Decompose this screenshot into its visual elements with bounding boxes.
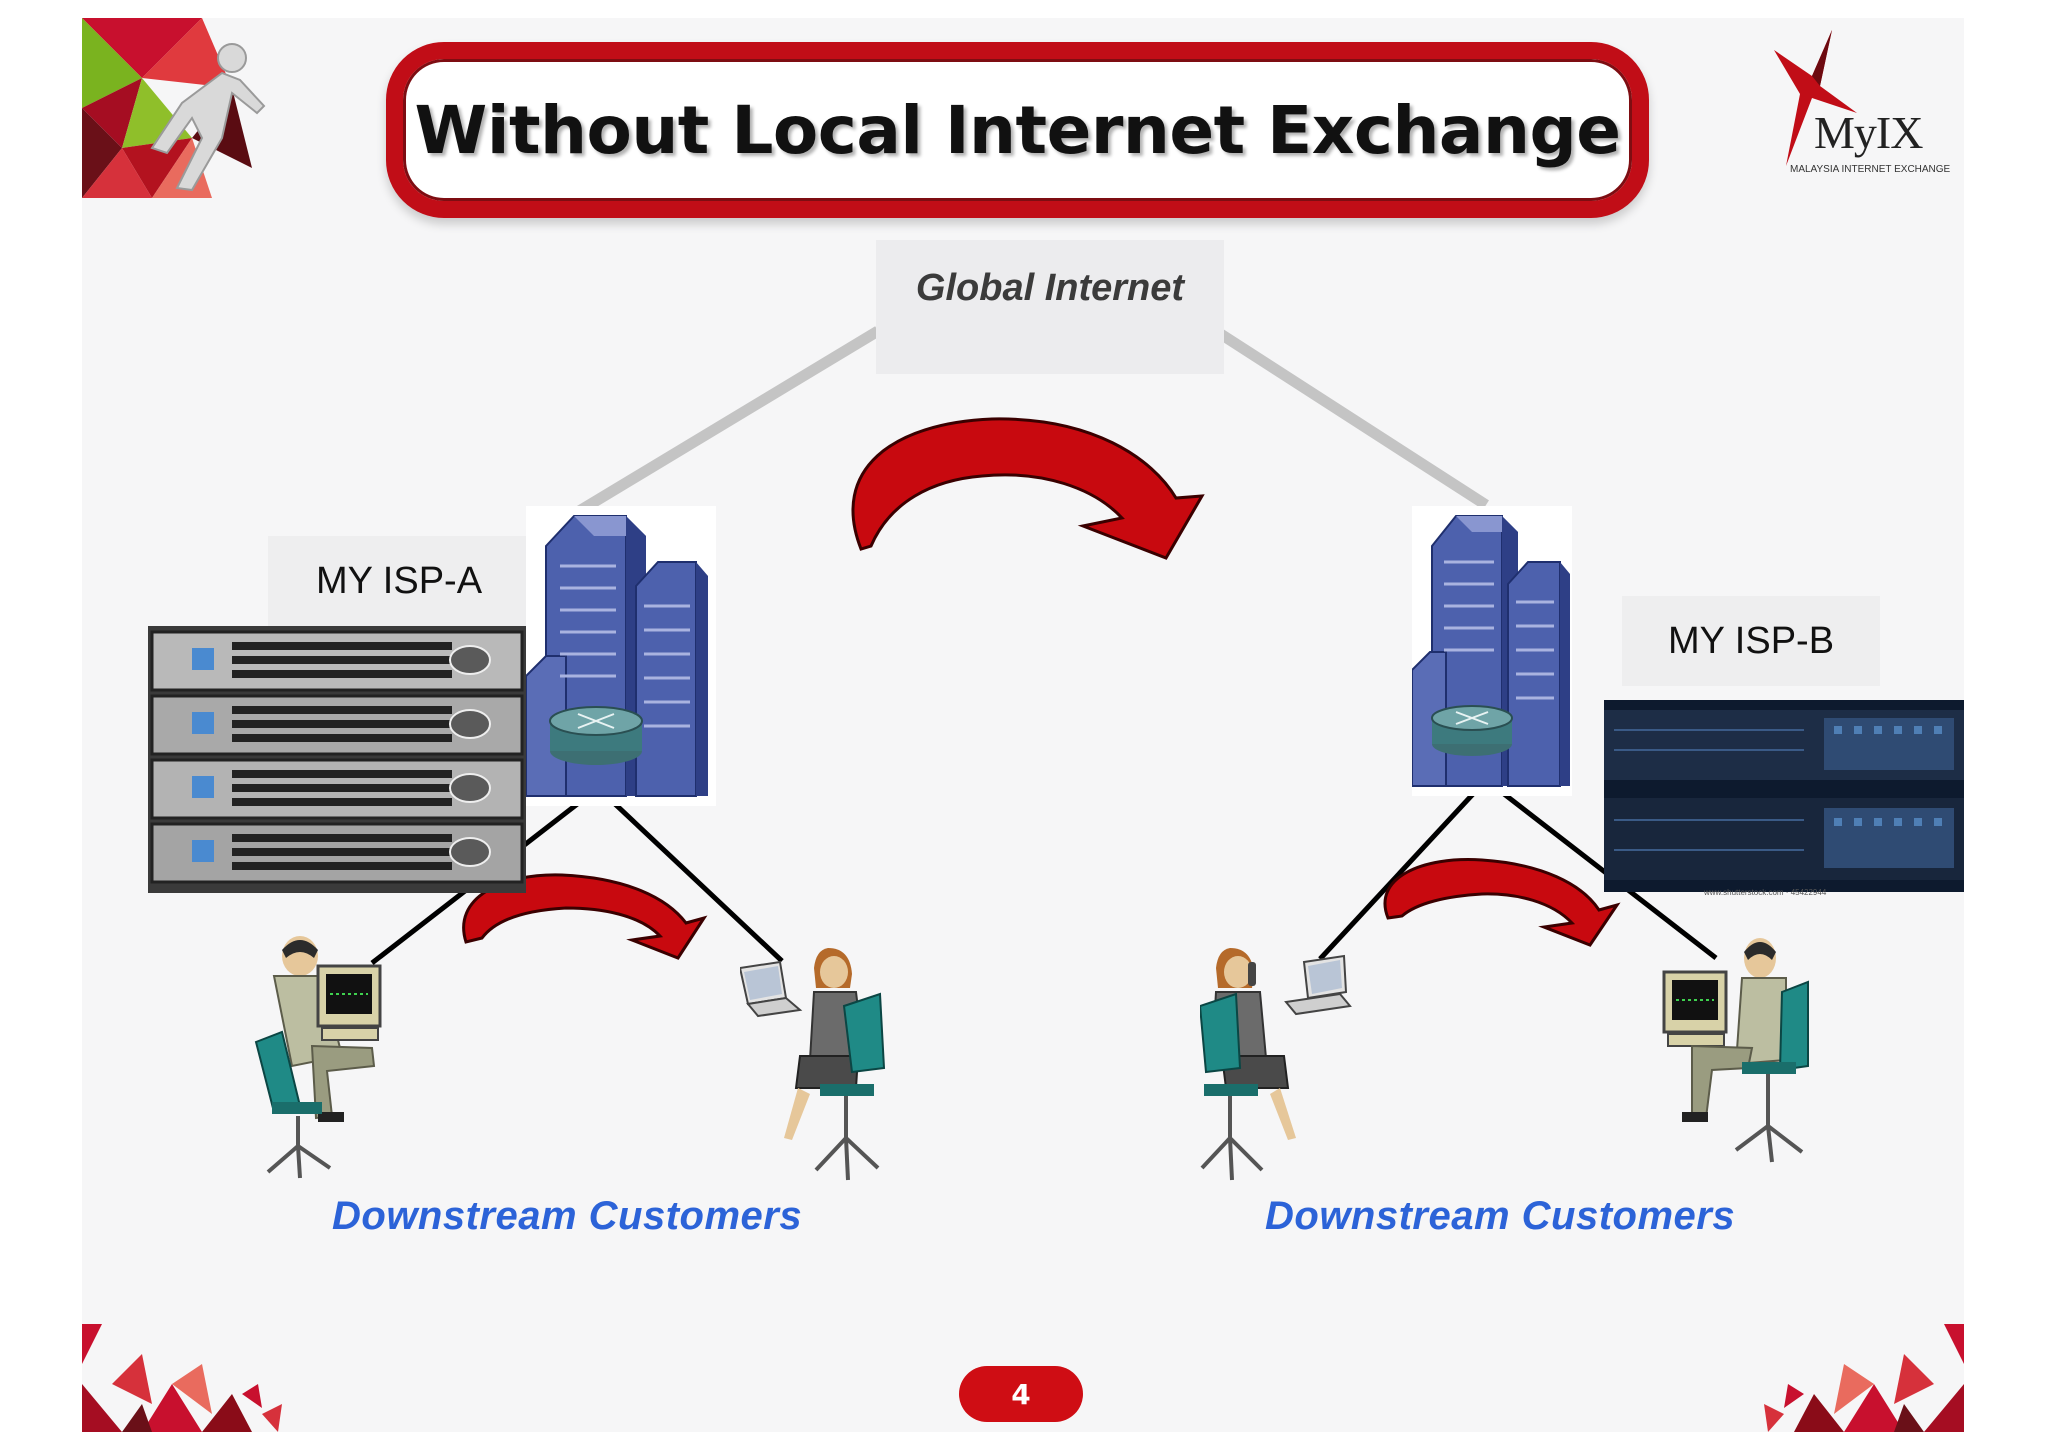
- isp-a-label-box: MY ISP-A: [268, 536, 530, 626]
- server-rack-photo-a: [148, 626, 526, 893]
- customer-man-desktop-right-icon: [1662, 938, 1809, 1163]
- isp-a-building-icon: [526, 506, 716, 806]
- triangle-decoration-right-icon: [1764, 1324, 1964, 1432]
- diagram-links: [370, 326, 1718, 965]
- global-internet-label: Global Internet: [915, 266, 1185, 309]
- customer-woman-phone-icon: [1200, 948, 1352, 1181]
- isp-b-label-box: MY ISP-B: [1622, 596, 1880, 686]
- curved-arrow-top-icon: [851, 417, 1205, 560]
- curved-arrow-right-icon: [1383, 858, 1621, 947]
- link-global-to-isp-a: [573, 326, 881, 518]
- slide: Without Local Internet Exchange MyIX MAL…: [82, 18, 1964, 1432]
- isp-b-label: MY ISP-B: [1667, 619, 1835, 662]
- stock-photo-caption: www.shutterstock.com · 45422944: [1704, 888, 1827, 897]
- myix-star-logo-icon: [1774, 30, 1857, 166]
- customer-woman-laptop-icon: [740, 948, 886, 1181]
- server-photo-b: [1604, 700, 1964, 892]
- page-number-badge: 4: [959, 1366, 1083, 1422]
- title-banner: Without Local Internet Exchange: [386, 42, 1649, 218]
- link-global-to-isp-b: [1213, 326, 1489, 510]
- global-internet-node: Global Internet: [876, 240, 1224, 374]
- downstream-customers-label-right: Downstream Customers: [1265, 1194, 1736, 1238]
- isp-a-label: MY ISP-A: [315, 559, 483, 602]
- triangle-decoration-left-icon: [82, 1324, 282, 1432]
- downstream-customers-label-left: Downstream Customers: [332, 1194, 803, 1238]
- customer-man-desktop-icon: [254, 936, 382, 1179]
- sprinter-decoration-icon: [82, 18, 266, 198]
- slide-title: Without Local Internet Exchange: [414, 91, 1621, 169]
- logo-subtitle: MALAYSIA INTERNET EXCHANGE: [1790, 164, 1951, 175]
- link-isp-a-to-customer-2: [596, 786, 784, 963]
- link-isp-b-to-customer-1: [1318, 778, 1488, 961]
- isp-b-building-icon: [1412, 506, 1572, 796]
- link-isp-b-to-customer-2: [1484, 778, 1718, 960]
- logo-wordmark: MyIX: [1814, 107, 1923, 158]
